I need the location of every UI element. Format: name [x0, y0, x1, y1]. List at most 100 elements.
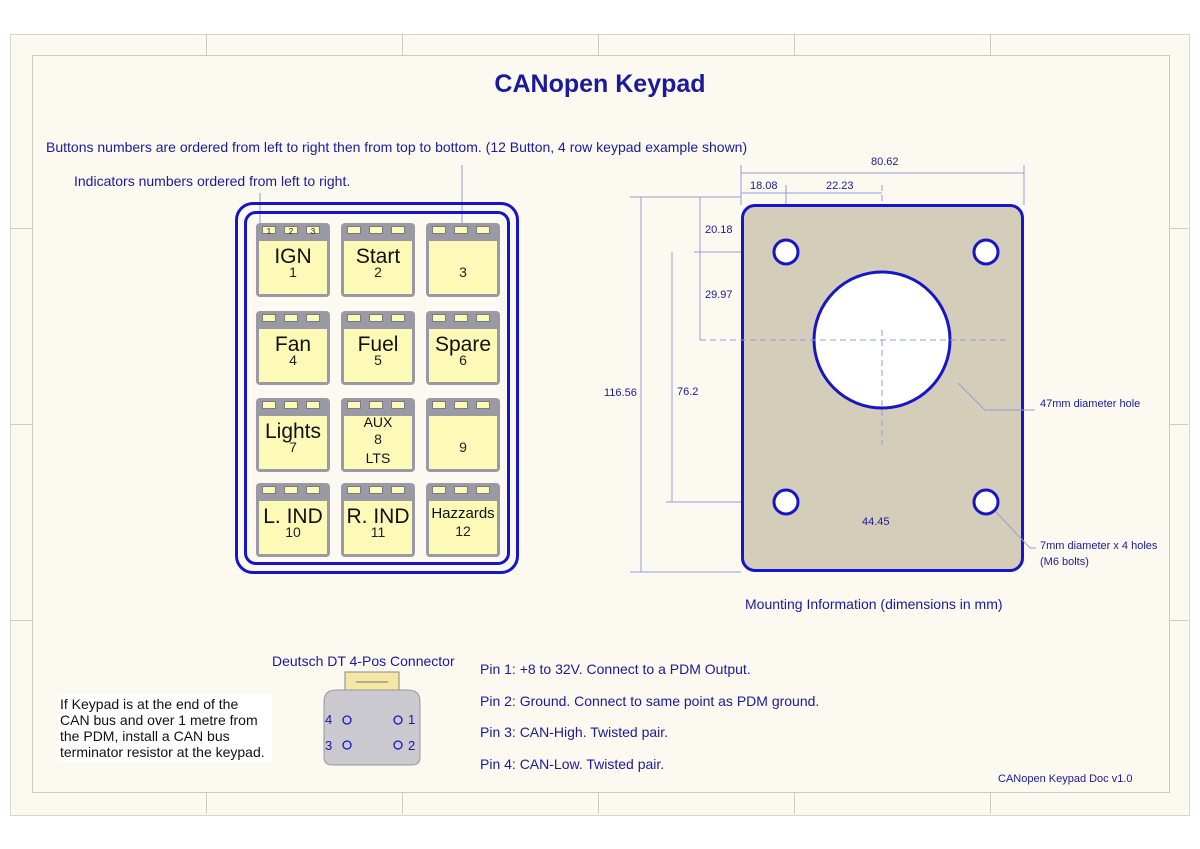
dim-hole-offset: 29.97 [705, 289, 733, 301]
indicator-led-1 [347, 401, 361, 409]
indicator-led-1 [262, 314, 276, 322]
button-face [344, 501, 412, 554]
button-face [429, 329, 497, 382]
button-face [429, 501, 497, 554]
page-title: CANopen Keypad [494, 70, 706, 98]
dim-left-offset: 18.08 [750, 180, 778, 192]
dim-center-offset: 22.23 [826, 180, 854, 192]
border-tick [10, 424, 32, 425]
button-number: 8 [374, 431, 382, 447]
indicator-led-1 [262, 401, 276, 409]
indicator-led-1 [432, 486, 446, 494]
border-tick [206, 34, 207, 55]
button-face [429, 416, 497, 469]
border-tick [1170, 620, 1188, 621]
border-tick [402, 34, 403, 55]
dim-top-offset: 20.18 [705, 224, 733, 236]
border-tick [10, 620, 32, 621]
dim-hole-spacing-h: 44.45 [862, 516, 890, 528]
indicators-order-note: Indicators numbers ordered from left to … [74, 173, 351, 189]
bolt-callout: 7mm diameter x 4 holes [1040, 540, 1158, 552]
drawing-border [32, 55, 1170, 793]
border-tick [10, 228, 32, 229]
pin-1-description: Pin 1: +8 to 32V. Connect to a PDM Outpu… [480, 661, 751, 677]
border-tick [598, 34, 599, 55]
button-label: Fuel [357, 333, 399, 356]
indicator-led-3 [391, 401, 405, 409]
border-tick [794, 793, 795, 814]
button-label: Lights [264, 420, 322, 443]
indicator-number: 1 [266, 227, 272, 236]
indicator-led-2 [369, 486, 383, 494]
indicator-led-3 [306, 401, 320, 409]
keypad-outer-outline [235, 202, 519, 574]
button-number: 7 [289, 439, 297, 455]
button-label: L. IND [263, 505, 323, 528]
indicator-led-1: 1 [262, 226, 276, 236]
terminator-note: If Keypad is at the end of the CAN bus a… [58, 695, 272, 761]
bolt-callout-leader [995, 511, 1036, 549]
border-tick [1170, 424, 1188, 425]
mounting-caption: Mounting Information (dimensions in mm) [745, 596, 1003, 612]
button-number: 1 [289, 264, 297, 280]
pin-socket-4 [342, 715, 352, 725]
keypad-inner-outline [244, 211, 510, 565]
indicator-led-1 [432, 401, 446, 409]
indicator-led-3 [476, 486, 490, 494]
bolt-hole-bottom-right [972, 488, 1000, 516]
indicator-led-3 [391, 226, 405, 234]
button-label: IGN [274, 245, 312, 268]
indicator-led-2 [369, 401, 383, 409]
keypad-button-9: 9 [426, 398, 500, 472]
button-number: 2 [374, 264, 382, 280]
button-label: AUX [363, 414, 393, 430]
indicator-led-1 [347, 226, 361, 234]
indicator-led-2 [284, 486, 298, 494]
border-tick [990, 793, 991, 814]
indicator-number: 3 [310, 227, 316, 236]
indicator-led-3: 3 [306, 226, 320, 236]
indicator-led-3 [306, 314, 320, 322]
pin-socket-2 [393, 740, 403, 750]
indicator-led-1 [432, 314, 446, 322]
indicator-led-3 [476, 314, 490, 322]
buttons-order-note: Buttons numbers are ordered from left to… [46, 139, 748, 155]
border-tick [990, 34, 991, 55]
button-label: Fan [274, 333, 312, 356]
button-label: Hazzards [431, 505, 495, 522]
indicator-led-3 [306, 486, 320, 494]
hole-callout: 47mm diameter hole [1040, 398, 1141, 410]
indicator-led-3 [391, 486, 405, 494]
bolt-hole-bottom-left [772, 488, 800, 516]
indicator-led-2 [454, 226, 468, 234]
hole-callout-leader [957, 382, 1035, 411]
button-label: R. IND [346, 505, 410, 528]
button-face [259, 329, 327, 382]
border-tick [402, 793, 403, 814]
dim-overall-height: 116.56 [604, 387, 637, 399]
button-number: 4 [289, 352, 297, 368]
dim-overall-width: 80.62 [871, 156, 899, 168]
pin-label-3: 3 [325, 738, 333, 753]
button-number: 5 [374, 352, 382, 368]
pin-3-description: Pin 3: CAN-High. Twisted pair. [480, 724, 669, 740]
indicator-led-2: 2 [284, 226, 298, 236]
border-tick [1170, 228, 1188, 229]
indicator-led-1 [347, 314, 361, 322]
indicator-led-2 [369, 314, 383, 322]
pin-socket-1 [393, 715, 403, 725]
indicator-led-2 [454, 314, 468, 322]
button-face [344, 241, 412, 294]
indicator-led-1 [262, 486, 276, 494]
indicator-led-1 [347, 486, 361, 494]
doc-version: CANopen Keypad Doc v1.0 [998, 773, 1133, 785]
button-face [344, 329, 412, 382]
